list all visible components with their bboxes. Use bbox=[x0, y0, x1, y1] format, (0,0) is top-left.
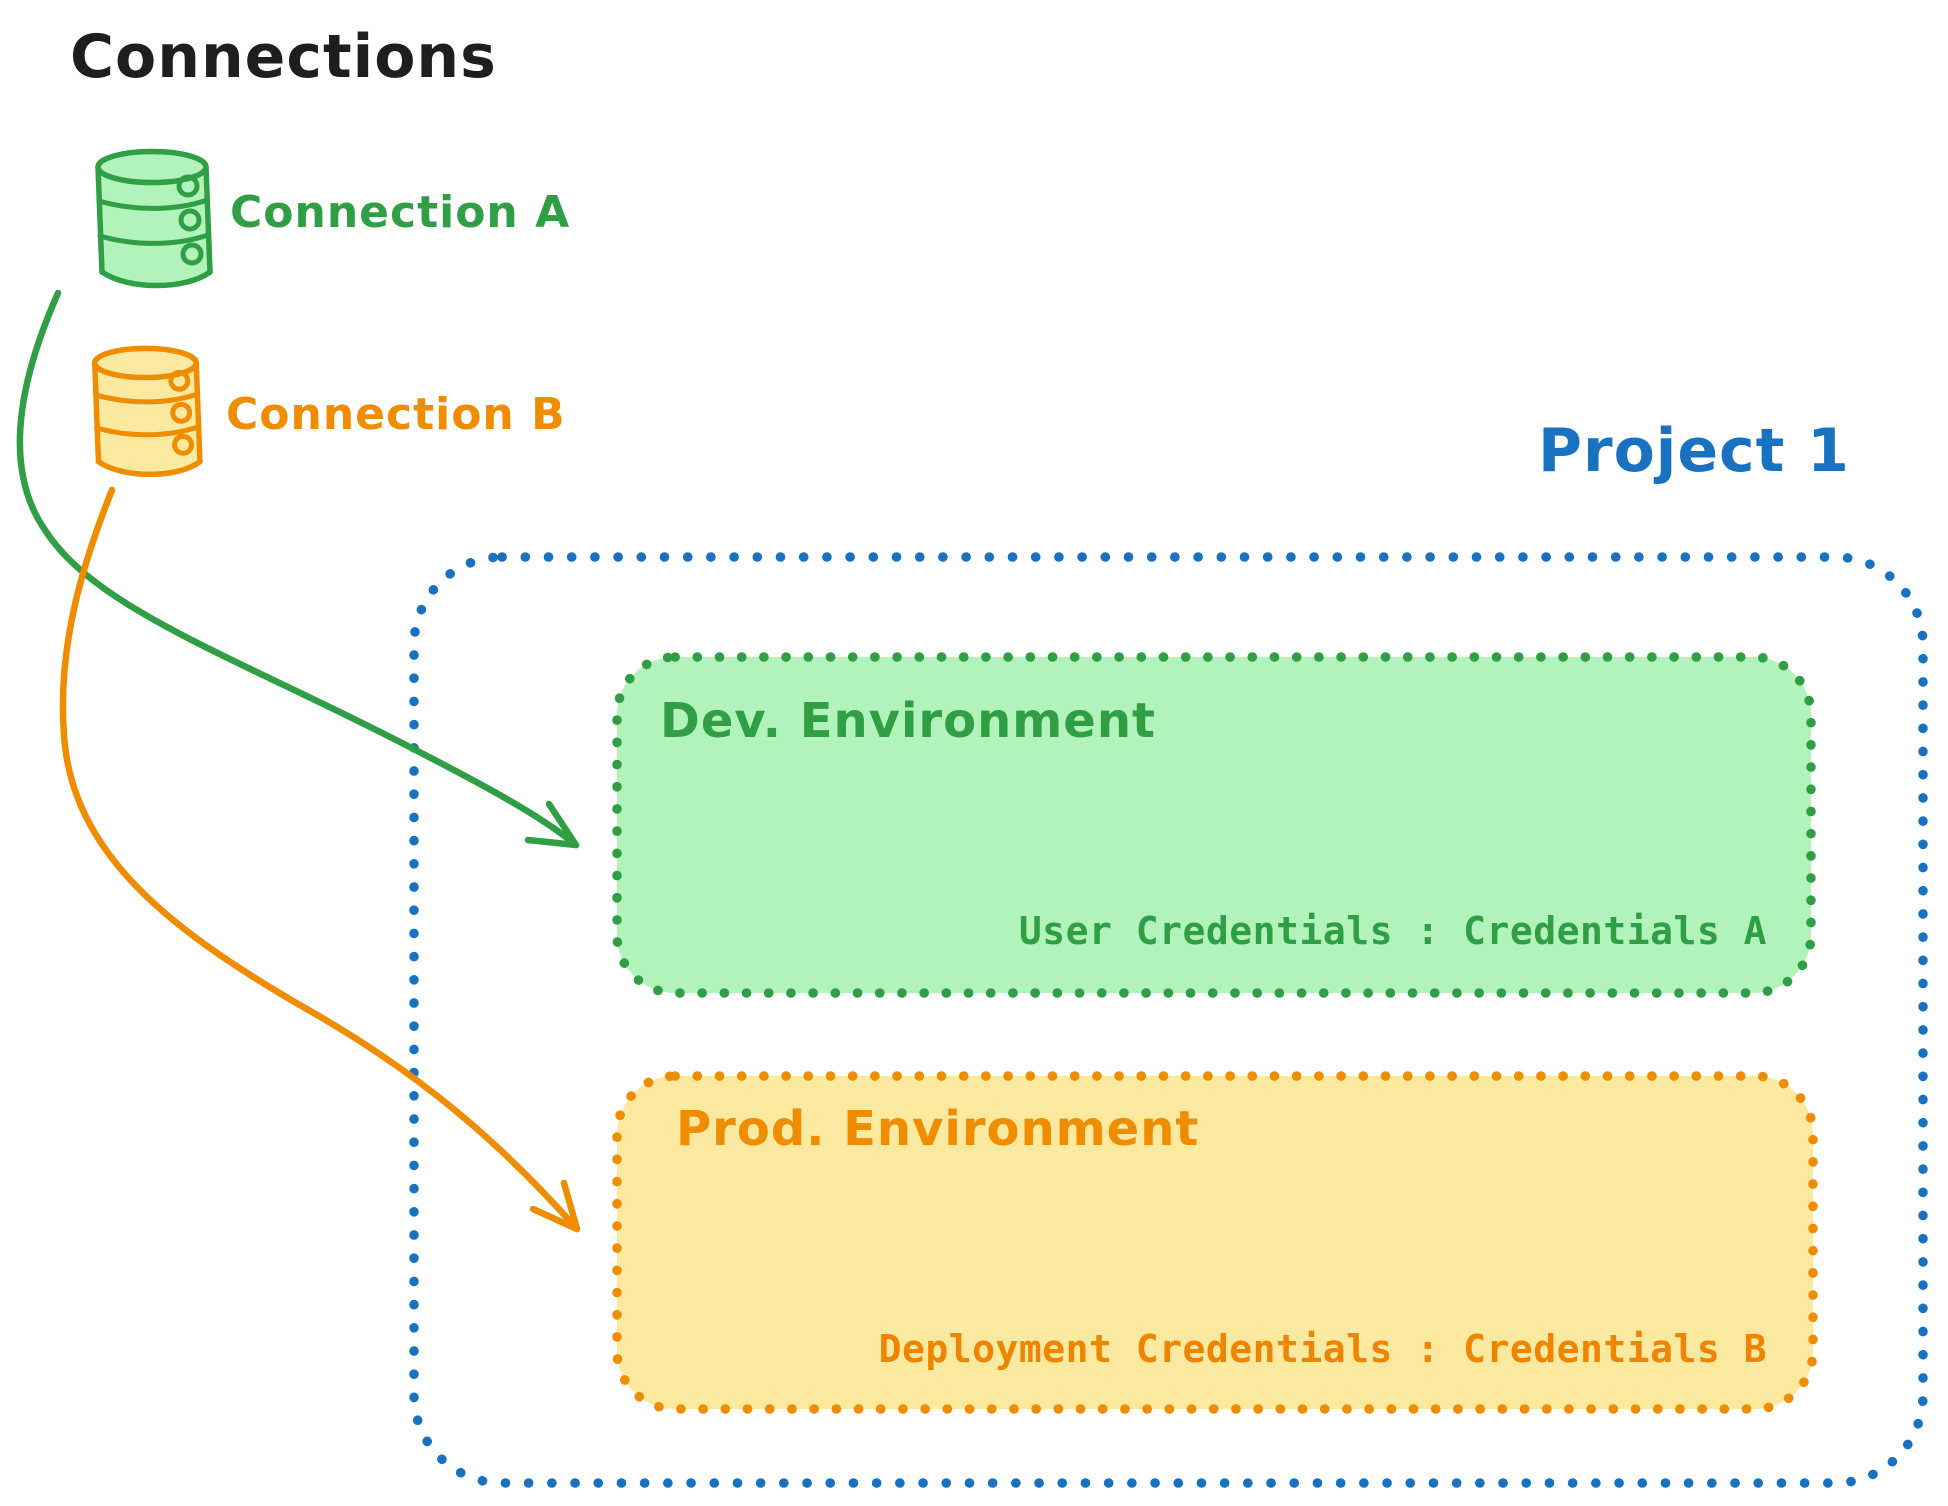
dev-environment-box bbox=[612, 652, 1816, 998]
dev-credentials-text: User Credentials : Credentials A bbox=[1018, 909, 1767, 953]
connection-a-database-icon bbox=[95, 148, 213, 289]
connection-b-label: Connection B bbox=[226, 389, 566, 440]
arrow-connection-a-to-dev bbox=[16, 289, 580, 849]
connection-a-label: Connection A bbox=[230, 187, 571, 238]
dev-environment-title: Dev. Environment bbox=[660, 693, 1156, 749]
connections-title: Connections bbox=[70, 22, 497, 92]
arrow-connection-b-to-prod bbox=[59, 486, 581, 1233]
project-title: Project 1 bbox=[1538, 416, 1850, 486]
prod-environment-title: Prod. Environment bbox=[676, 1101, 1200, 1157]
connection-b-database-icon bbox=[91, 345, 203, 477]
prod-environment-box bbox=[612, 1071, 1818, 1414]
prod-credentials-text: Deployment Credentials : Credentials B bbox=[878, 1327, 1767, 1371]
